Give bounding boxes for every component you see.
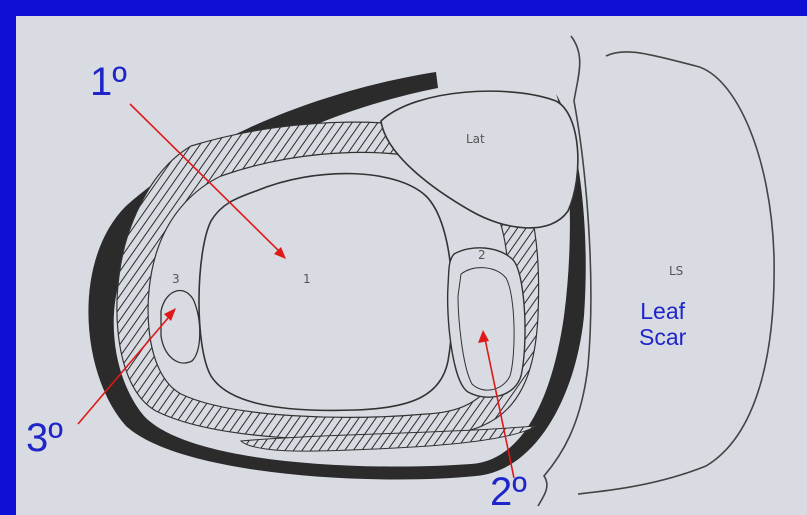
label-primary: 1º [90,62,127,102]
label-tertiary: 3º [26,418,63,458]
leaf-scar-label: Leaf Scar [639,299,686,351]
bundle-2-label: 2 [478,248,486,262]
ls-label: LS [669,264,683,278]
vascular-bundle-diagram [16,16,807,515]
leaf-scar-label-line2: Scar [639,325,686,351]
leaf-scar-label-line1: Leaf [639,299,686,325]
bundle-3-outline [161,291,200,363]
bundle-1-label: 1 [303,272,311,286]
bundle-3-label: 3 [172,272,180,286]
diagram-panel: 1º 2º 3º Leaf Scar Lat 1 2 3 LS [16,16,807,515]
label-secondary: 2º [490,472,527,512]
lat-label: Lat [466,132,485,146]
